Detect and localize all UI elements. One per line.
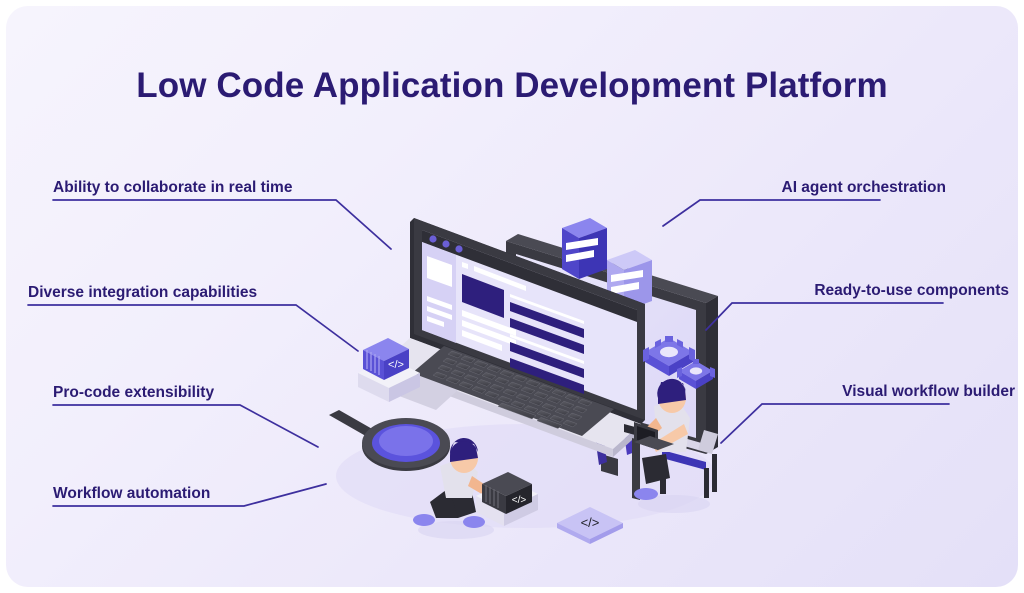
callout-label-workflow-automation[interactable]: Workflow automation [53, 485, 211, 502]
gear-small [677, 359, 715, 389]
floating-card-dark [562, 218, 607, 279]
magnifying-glass-icon [329, 410, 450, 471]
callout-label-visual-workflow-builder[interactable]: Visual workflow builder [842, 383, 1015, 400]
code-cube-stack-left: </> [358, 338, 420, 402]
infographic-card: Low Code Application Development Platfor… [6, 6, 1018, 587]
code-tile-diamond: </> [557, 507, 623, 544]
callout-label-pro-code-extensibility[interactable]: Pro-code extensibility [53, 384, 215, 401]
gears-icon [643, 336, 715, 389]
illustration: </> </> [329, 218, 718, 544]
svg-text:</>: </> [512, 495, 527, 506]
seated-person-at-desk [624, 378, 718, 513]
gear-large [643, 336, 695, 376]
callout-label-ai-agent-orchestration[interactable]: AI agent orchestration [781, 179, 947, 196]
laptop-browser-titlebar [422, 230, 637, 322]
laptop [382, 218, 645, 457]
svg-text:</>: </> [388, 359, 404, 371]
callout-label-ready-to-use-components[interactable]: Ready-to-use components [814, 282, 1009, 299]
callout-label-diverse-integration[interactable]: Diverse integration capabilities [28, 284, 258, 301]
page-title: Low Code Application Development Platfor… [136, 66, 888, 105]
kneeling-person: </> [413, 437, 538, 539]
callout-label-collaborate-real-time[interactable]: Ability to collaborate in real time [53, 179, 293, 196]
svg-text:</>: </> [581, 515, 600, 530]
